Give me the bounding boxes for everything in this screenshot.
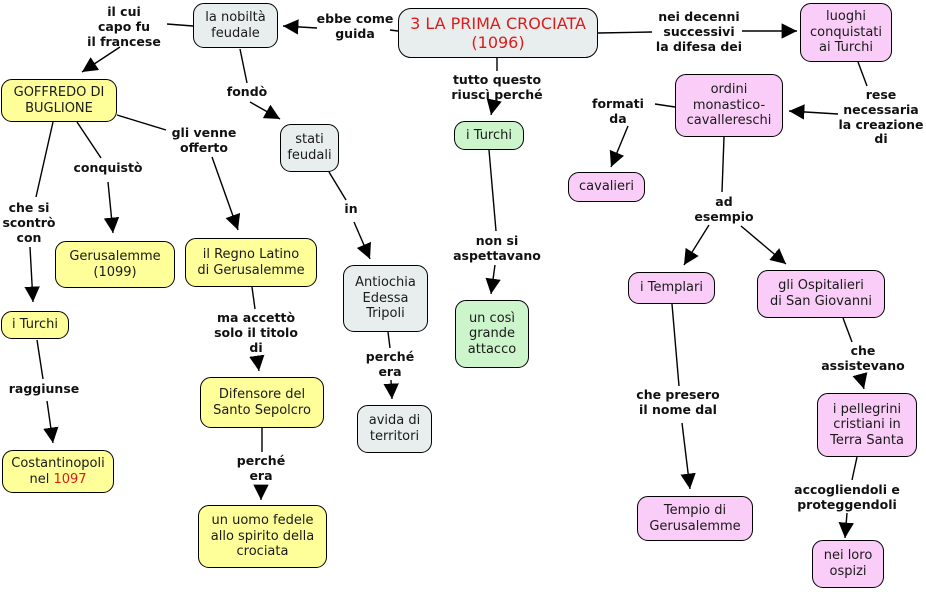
link-label-che-presero: che presero il nome dal (636, 387, 720, 417)
node-nobilta-feudale[interactable]: la nobiltà feudale (193, 3, 278, 48)
node-text: Gerusalemme (1099) (69, 248, 161, 280)
node-text: la nobiltà feudale (205, 9, 266, 41)
link-label-ma-accetto: ma accettò solo il titolo di (214, 310, 298, 355)
node-avida-di-territori[interactable]: avida di territori (357, 405, 432, 453)
link-label-nei-decenni: nei decenni successivi la difesa dei (655, 9, 743, 54)
link-label-formati-da: formati da (592, 96, 644, 126)
node-antiochia-edessa-tripoli[interactable]: Antiochia Edessa Tripoli (343, 265, 428, 332)
node-text-black: Costantinopoli nel (11, 455, 105, 487)
link-label-che-si-scontro: che si scontrò con (2, 200, 56, 245)
node-text-red-year: 1097 (53, 471, 87, 487)
node-grande-attacco[interactable]: un così grande attacco (455, 300, 529, 368)
node-regno-latino[interactable]: il Regno Latino di Gerusalemme (185, 238, 317, 287)
link-label-perche-era-antiochia: perché era (365, 349, 415, 379)
link-label-fondo: fondò (226, 84, 268, 99)
node-text: i pellegrini cristiani in Terra Santa (830, 401, 904, 448)
node-uomo-fedele[interactable]: un uomo fedele allo spirito della crocia… (198, 505, 327, 568)
node-text: i Templari (640, 280, 703, 296)
node-i-turchi-verde[interactable]: i Turchi (454, 121, 524, 150)
node-stati-feudali[interactable]: stati feudali (280, 124, 339, 172)
node-text: nei loro ospizi (823, 548, 873, 579)
node-text: Costantinopoli nel 1097 (11, 456, 104, 487)
node-text: GOFFREDO DI BUGLIONE (13, 84, 105, 116)
node-ospitalieri-san-giovanni[interactable]: gli Ospitalieri di San Giovanni (757, 270, 885, 318)
node-text: Tempio di Gerusalemme (649, 502, 741, 534)
node-cavalieri[interactable]: cavalieri (568, 172, 645, 202)
node-i-templari[interactable]: i Templari (628, 272, 715, 304)
link-label-raggiunse: raggiunse (8, 381, 80, 396)
node-text: Antiochia Edessa Tripoli (355, 275, 416, 322)
node-costantinopoli-1097[interactable]: Costantinopoli nel 1097 (2, 450, 114, 493)
node-ordini-monastico-cavallereschi[interactable]: ordini monastico- cavallereschi (675, 74, 783, 137)
node-text: un uomo fedele allo spirito della crocia… (210, 513, 315, 560)
node-difensore-santo-sepolcro[interactable]: Difensore del Santo Sepolcro (200, 377, 324, 428)
link-label-ebbe-come-guida: ebbe come guida (316, 11, 394, 41)
link-label-in: in (344, 201, 358, 216)
node-text: ordini monastico- cavallereschi (686, 82, 772, 129)
link-label-non-si-aspettavano: non si aspettavano (453, 233, 541, 263)
link-label-ad-esempio: ad esempio (694, 194, 754, 224)
node-pellegrini-terra-santa[interactable]: i pellegrini cristiani in Terra Santa (817, 393, 917, 457)
node-text: il Regno Latino di Gerusalemme (197, 246, 305, 278)
node-text: cavalieri (579, 179, 634, 195)
node-text: 3 LA PRIMA CROCIATA (1096) (410, 13, 586, 52)
node-gerusalemme-1099[interactable]: Gerusalemme (1099) (55, 241, 175, 288)
link-label-conquisto: conquistò (73, 160, 143, 175)
node-i-turchi-giallo[interactable]: i Turchi (1, 311, 69, 339)
node-text: luoghi conquistati ai Turchi (810, 9, 882, 56)
link-label-tutto-questo: tutto questo riuscì perché (451, 72, 543, 102)
link-label-che-assistevano: che assistevano (821, 343, 905, 373)
node-luoghi-conquistati[interactable]: luoghi conquistati ai Turchi (800, 3, 892, 62)
node-tempio-di-gerusalemme[interactable]: Tempio di Gerusalemme (637, 496, 753, 541)
node-goffredo-di-buglione[interactable]: GOFFREDO DI BUGLIONE (1, 79, 117, 122)
link-label-accogliendoli: accogliendoli e proteggendoli (794, 482, 900, 512)
link-label-il-cui-capo: il cui capo fu il francese (87, 4, 161, 49)
node-text: un così grande attacco (467, 310, 517, 357)
link-label-gli-venne-offerto: gli venne offerto (171, 125, 237, 155)
link-label-rese-necessaria: rese necessaria la creazione di (838, 87, 924, 147)
link-label-perche-era-difensore: perché era (236, 453, 286, 483)
node-text: Difensore del Santo Sepolcro (213, 386, 311, 418)
node-text: avida di territori (368, 413, 421, 444)
node-text: gli Ospitalieri di San Giovanni (770, 278, 872, 309)
node-prima-crociata-title[interactable]: 3 LA PRIMA CROCIATA (1096) (398, 8, 598, 58)
node-text: i Turchi (465, 127, 512, 143)
node-text: stati feudali (287, 132, 332, 163)
node-text: i Turchi (11, 317, 58, 333)
node-nei-loro-ospizi[interactable]: nei loro ospizi (812, 540, 884, 588)
